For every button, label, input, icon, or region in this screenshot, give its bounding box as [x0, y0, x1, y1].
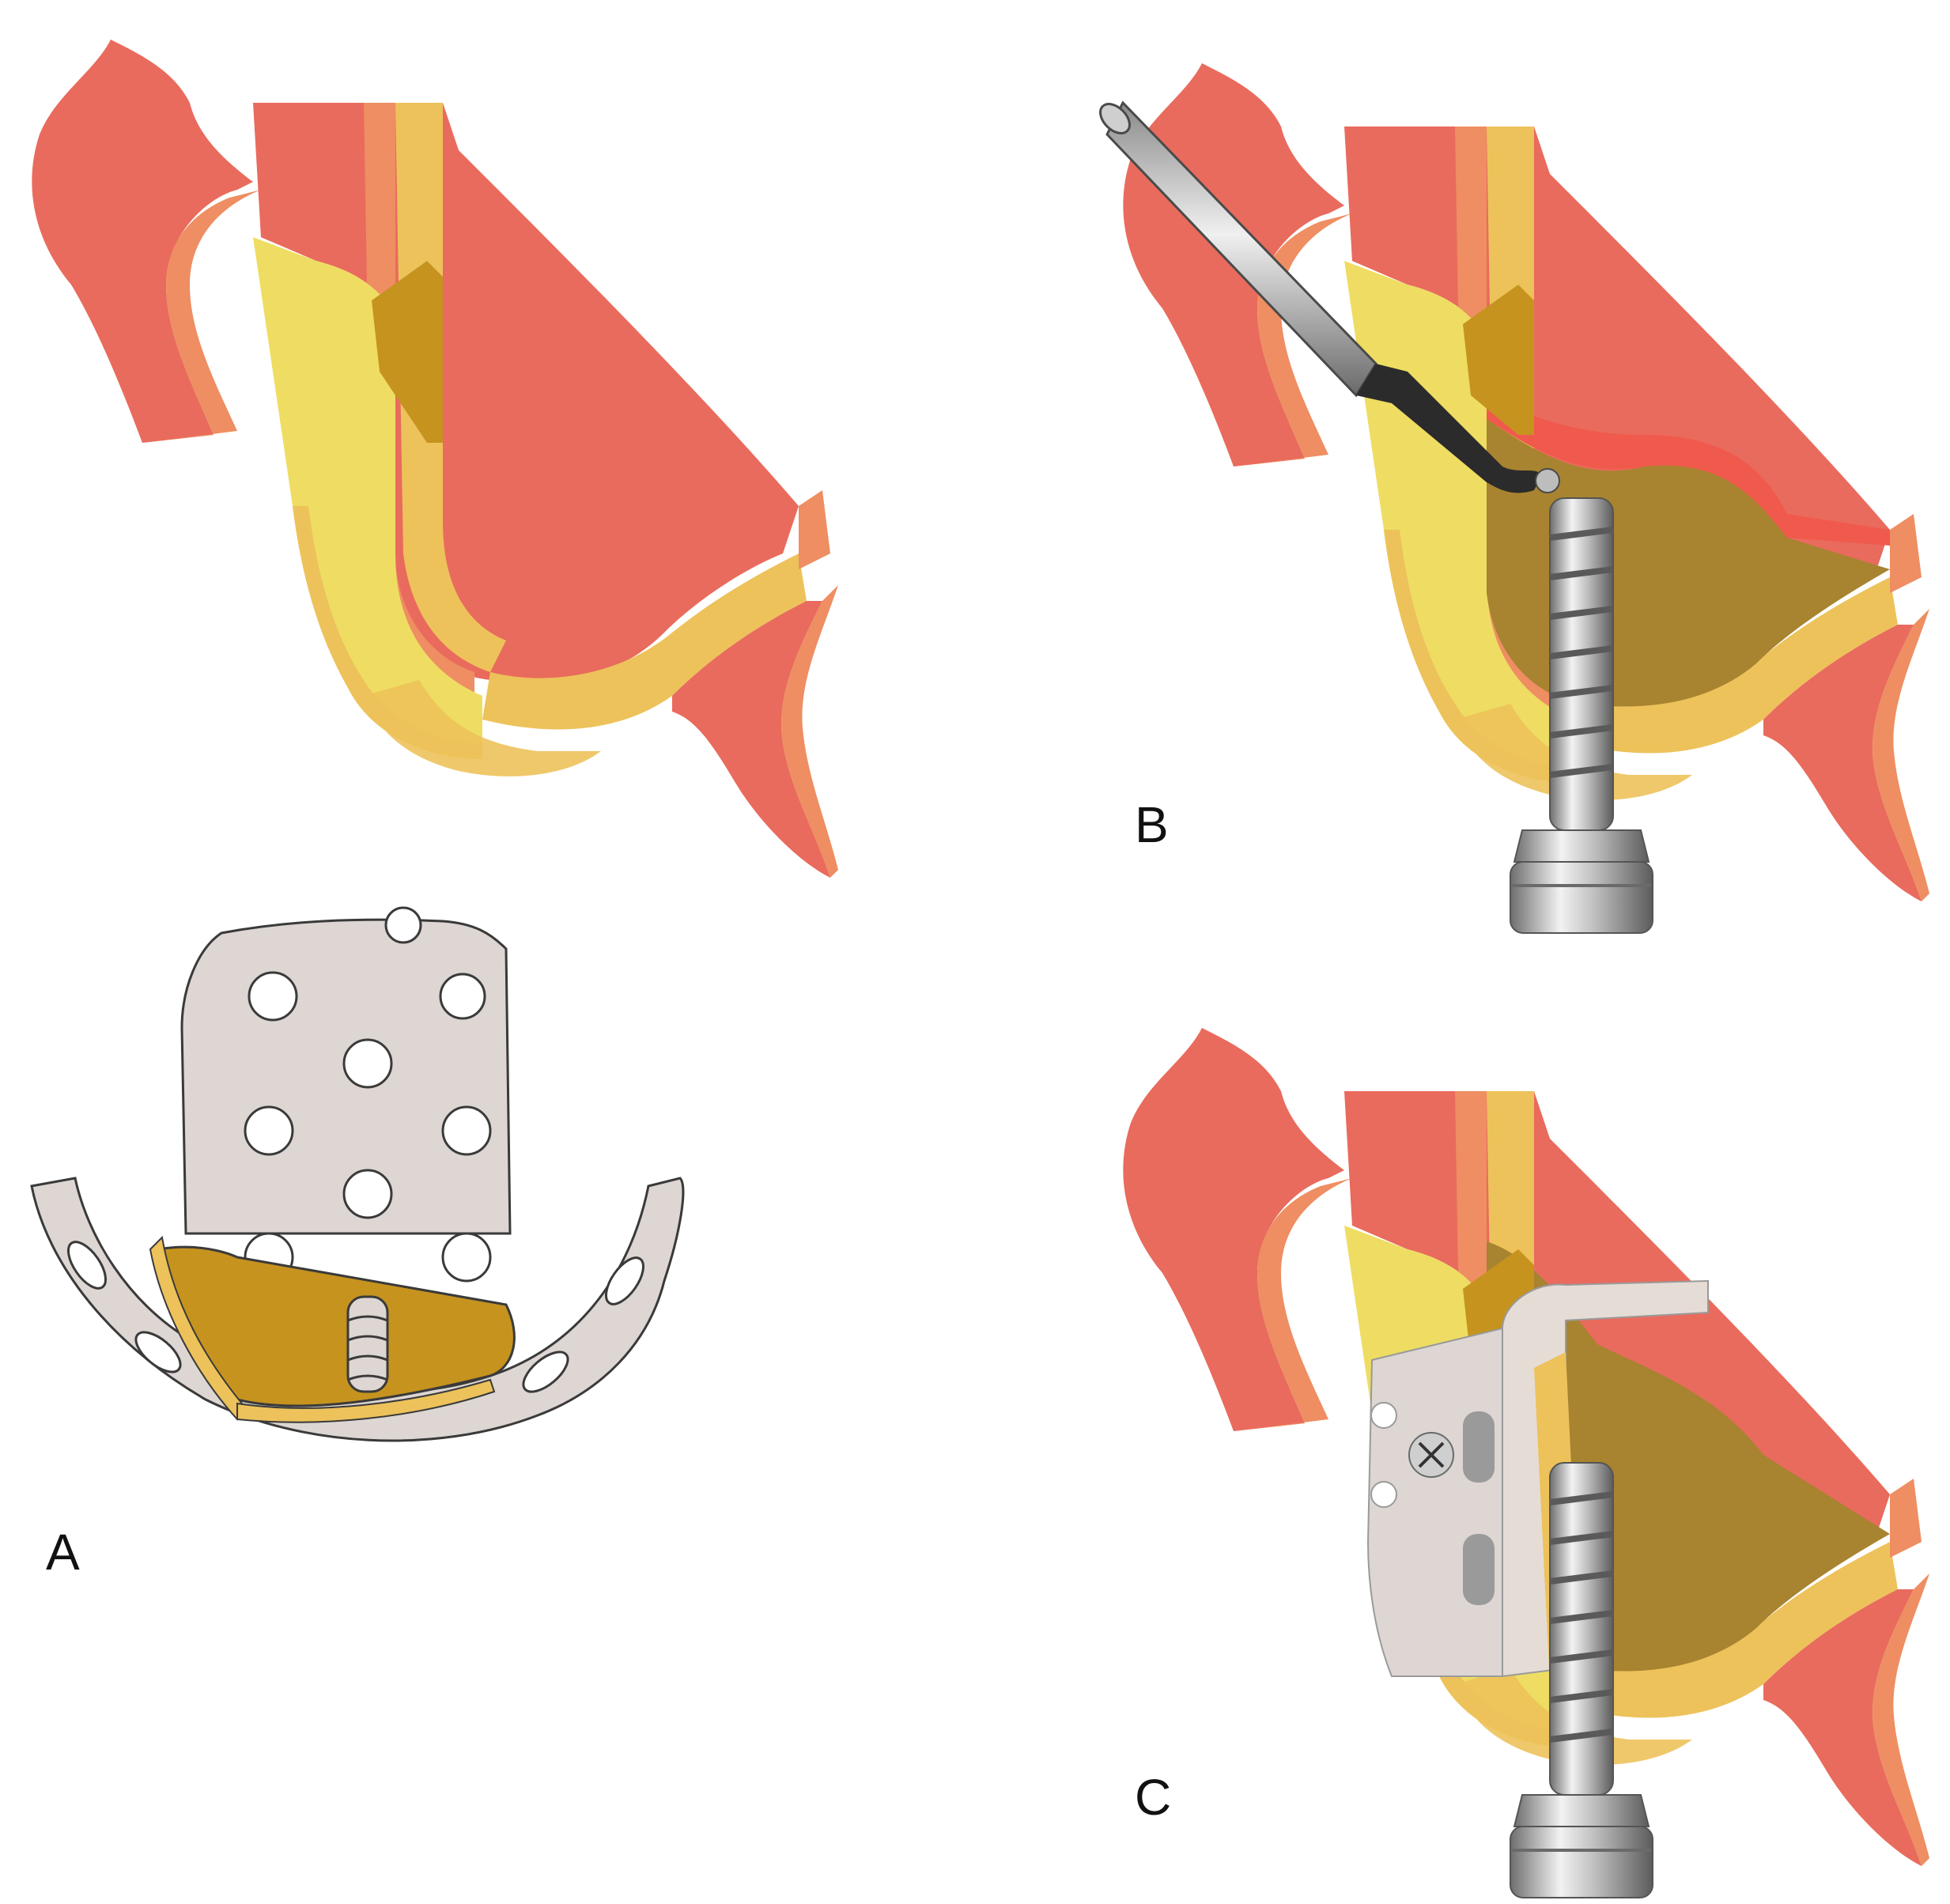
panel-label-a: A: [46, 1524, 80, 1581]
panel-b-drill: [1099, 100, 1560, 493]
panel-a-anatomy: [32, 40, 839, 878]
panel-b: [1099, 63, 1929, 934]
panel-label-b: B: [1135, 796, 1169, 853]
panel-c-implant: [1510, 1462, 1653, 1898]
panel-c: [1123, 1028, 1929, 1898]
panel-b-implant: [1510, 497, 1653, 934]
panel-a-graft-block: [372, 261, 443, 443]
panel-a-mesh: [30, 906, 685, 1442]
panel-label-c: C: [1135, 1769, 1171, 1826]
panel-a-screw: [346, 1295, 389, 1393]
